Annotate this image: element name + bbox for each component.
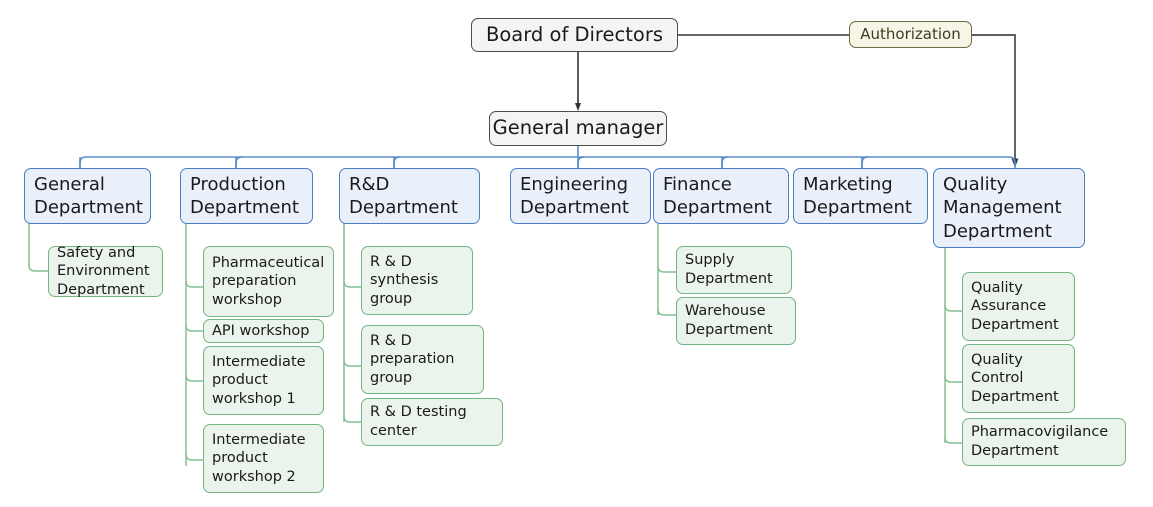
node-dept-finance[interactable]: Finance Department <box>653 168 789 224</box>
wire-rd-children <box>343 222 361 423</box>
node-dept-general[interactable]: General Department <box>24 168 151 224</box>
node-sub-rd-testing-center[interactable]: R & D testing center <box>361 398 503 446</box>
node-sub-supply-department[interactable]: Supply Department <box>676 246 792 294</box>
node-sub-api-workshop[interactable]: API workshop <box>203 319 324 343</box>
node-sub-pharmacovigilance-department[interactable]: Pharmacovigilance Department <box>962 418 1126 466</box>
wire-authorization-to-quality <box>972 34 1019 168</box>
node-sub-rd-synthesis-group[interactable]: R & D synthesis group <box>361 246 473 315</box>
node-dept-engineering[interactable]: Engineering Department <box>510 168 651 224</box>
node-sub-pharmaceutical-preparation-workshop[interactable]: Pharmaceutical preparation workshop <box>203 246 334 317</box>
wire-finance-children <box>657 222 676 316</box>
node-general-manager[interactable]: General manager <box>489 111 667 146</box>
node-sub-intermediate-product-workshop-1[interactable]: Intermediate product workshop 1 <box>203 346 324 415</box>
wire-general-children <box>28 222 48 272</box>
node-sub-intermediate-product-workshop-2[interactable]: Intermediate product workshop 2 <box>203 424 324 493</box>
node-sub-quality-control-department[interactable]: Quality Control Department <box>962 344 1075 413</box>
node-board-of-directors[interactable]: Board of Directors <box>471 18 678 52</box>
node-sub-warehouse-department[interactable]: Warehouse Department <box>676 297 796 345</box>
node-authorization[interactable]: Authorization <box>849 21 972 48</box>
node-sub-quality-assurance-department[interactable]: Quality Assurance Department <box>962 272 1075 341</box>
node-dept-marketing[interactable]: Marketing Department <box>793 168 928 224</box>
node-sub-rd-preparation-group[interactable]: R & D preparation group <box>361 325 484 394</box>
wire-quality-children <box>944 248 962 444</box>
node-dept-quality-management[interactable]: Quality Management Department <box>933 168 1085 248</box>
wire-production-children <box>185 222 203 466</box>
node-sub-safety-environment[interactable]: Safety and Environment Department <box>48 245 163 298</box>
node-dept-rd[interactable]: R&D Department <box>339 168 480 224</box>
node-dept-production[interactable]: Production Department <box>180 168 313 224</box>
